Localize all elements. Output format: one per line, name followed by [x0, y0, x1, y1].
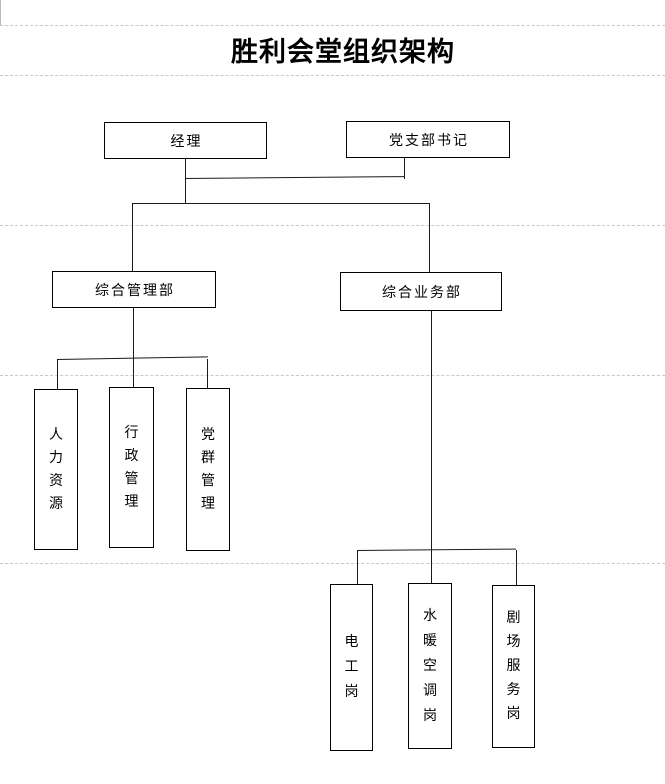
org-box-plumbing-hvac-post[interactable]: 水暖空调岗: [408, 583, 452, 749]
org-box-human-resources[interactable]: 人力资源: [34, 389, 78, 550]
org-box-label: 党支部书记: [389, 133, 469, 149]
org-box-label: 人力资源: [49, 427, 63, 512]
connector-line: [185, 159, 187, 179]
org-box-general-management-dept[interactable]: 综合管理部: [52, 271, 216, 308]
org-box-label: 行政管理: [124, 425, 139, 510]
org-box-label: 水暖空调岗: [423, 608, 437, 724]
table-gridline: [0, 563, 665, 564]
connector-line: [133, 359, 135, 388]
org-box-label: 剧场服务岗: [506, 610, 521, 722]
page-title: 胜利会堂组织架构: [231, 37, 455, 67]
connector-line: [431, 550, 433, 583]
connector-line: [184, 176, 405, 180]
connector-line: [185, 179, 187, 204]
connector-line: [431, 311, 433, 550]
org-box-label: 综合管理部: [95, 283, 175, 299]
org-box-electrician-post[interactable]: 电工岗: [330, 584, 373, 751]
connector-line: [207, 359, 209, 389]
org-box-label: 党群管理: [201, 427, 215, 512]
org-box-party-mass-management[interactable]: 党群管理: [186, 388, 230, 551]
connector-line: [132, 203, 134, 271]
connector-line: [404, 158, 406, 179]
connector-line: [132, 203, 430, 205]
connector-line: [429, 203, 431, 272]
connector-line: [356, 548, 516, 552]
page-border-segment: [0, 0, 1, 25]
table-gridline: [0, 375, 665, 376]
connector-line: [516, 550, 518, 585]
org-box-administration[interactable]: 行政管理: [109, 387, 154, 548]
org-box-general-business-dept[interactable]: 综合业务部: [340, 272, 502, 311]
org-box-manager[interactable]: 经理: [104, 122, 267, 159]
table-gridline: [0, 225, 665, 226]
connector-line: [133, 308, 135, 360]
connector-line: [357, 550, 359, 585]
org-box-party-branch-secretary[interactable]: 党支部书记: [346, 121, 510, 158]
table-gridline: [0, 75, 665, 76]
table-gridline: [0, 25, 665, 26]
org-box-label: 电工岗: [344, 635, 359, 700]
connector-line: [57, 359, 59, 389]
org-box-theater-service-post[interactable]: 剧场服务岗: [492, 585, 535, 748]
org-box-label: 综合业务部: [382, 285, 462, 301]
org-box-label: 经理: [170, 134, 203, 150]
